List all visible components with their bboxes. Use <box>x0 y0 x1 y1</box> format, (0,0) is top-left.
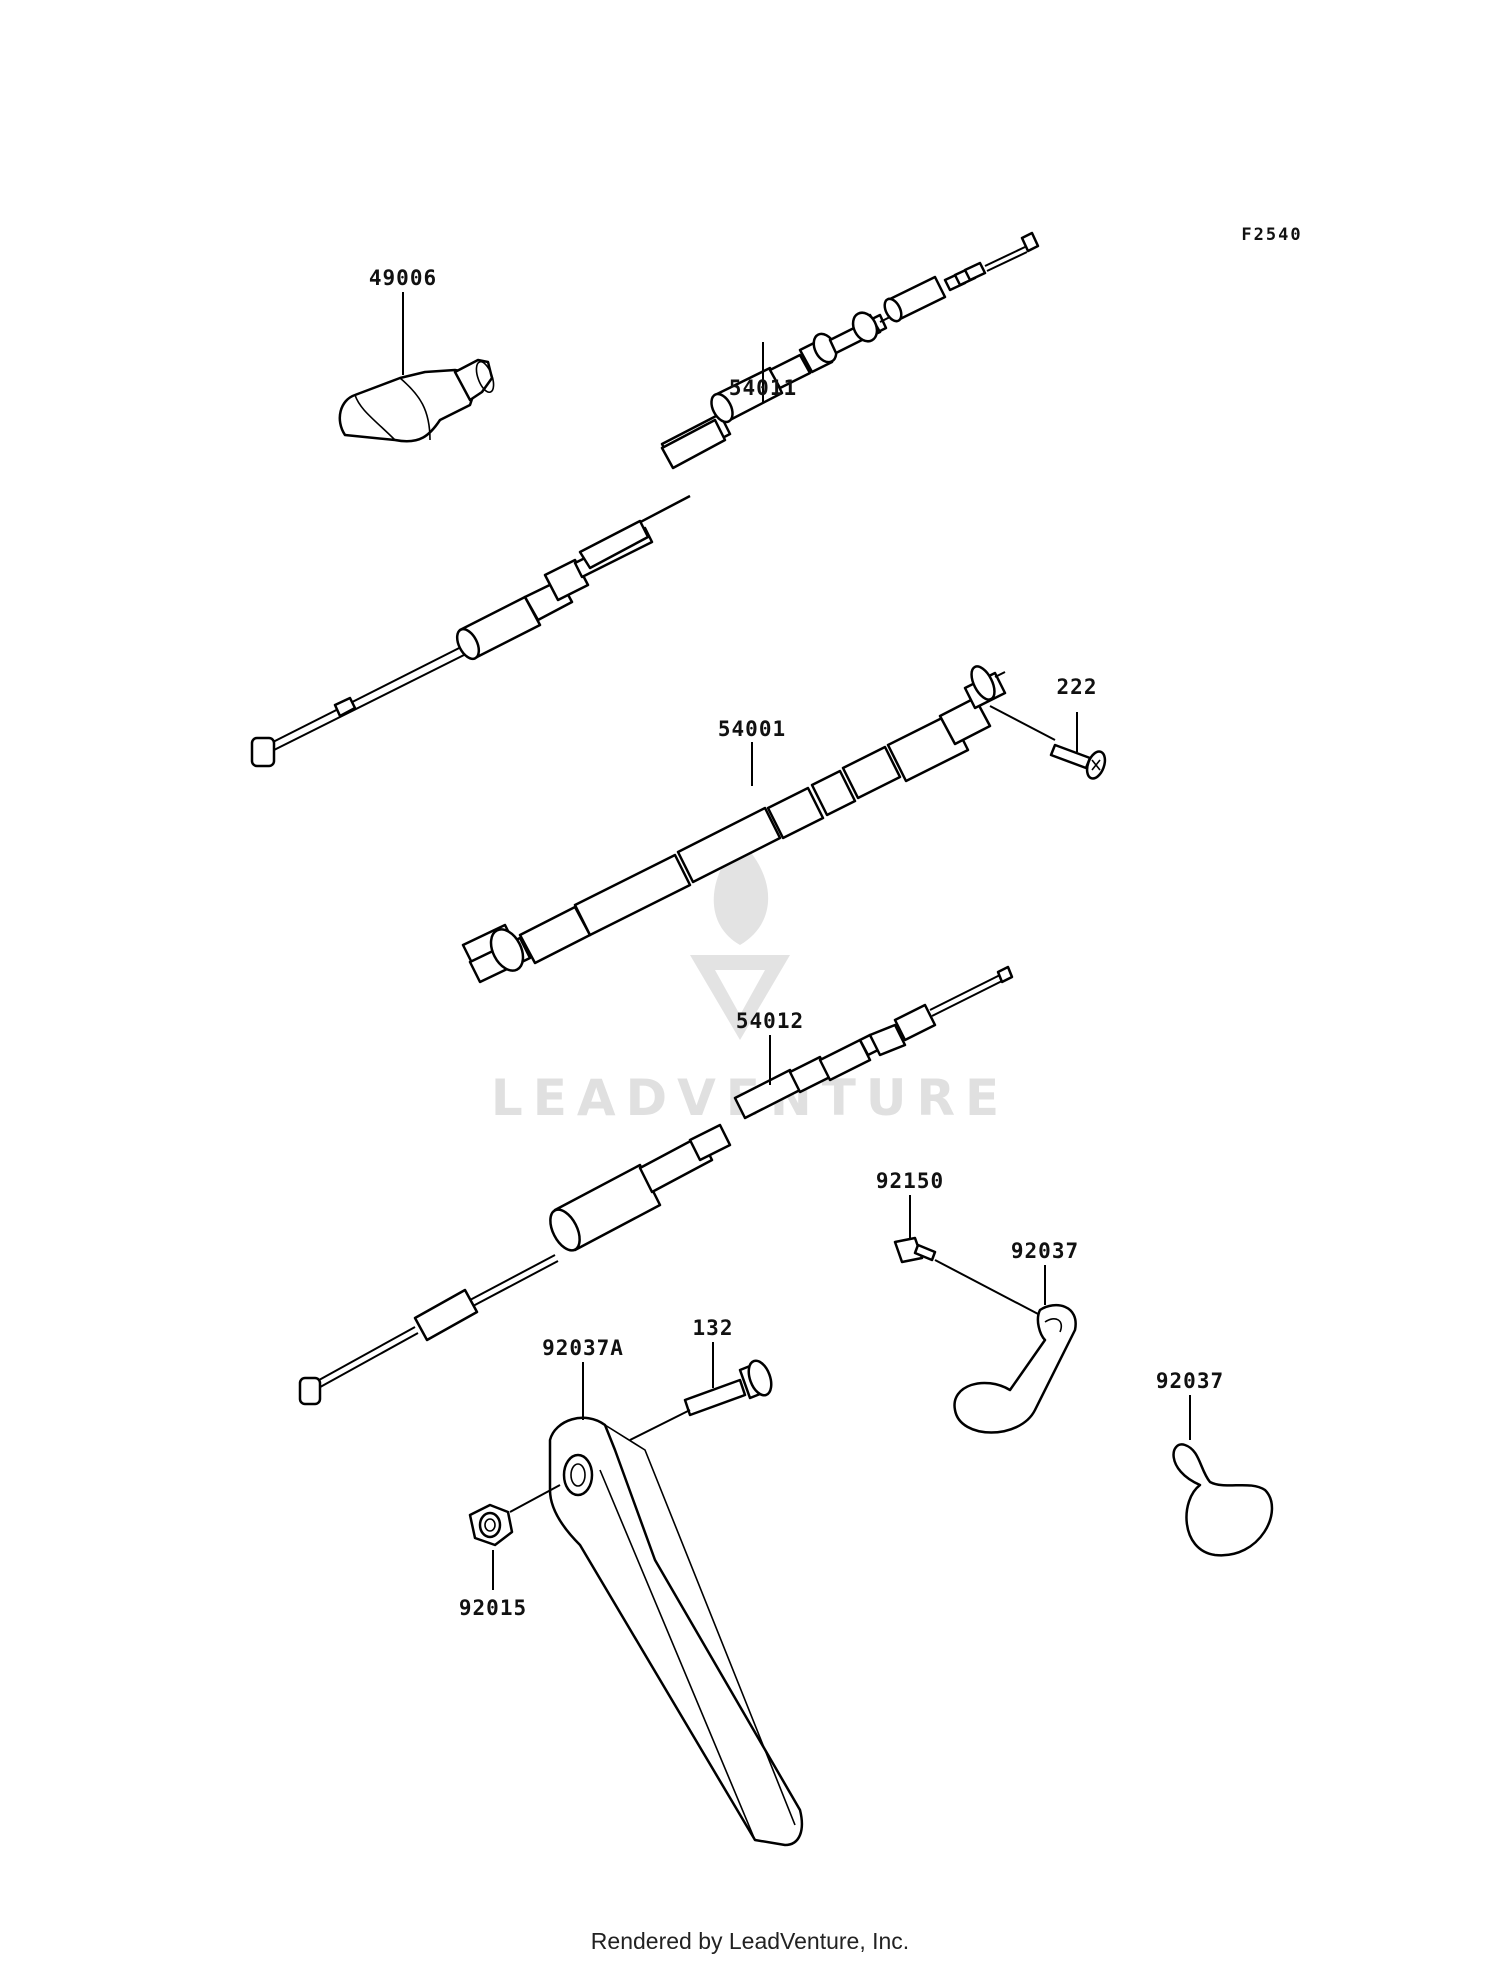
callout-49006: 49006 <box>369 266 437 290</box>
callout-222: 222 <box>1057 675 1098 699</box>
part-92015-nut <box>468 1503 514 1547</box>
part-49006-boot <box>338 358 495 443</box>
part-222-screw <box>1049 743 1107 780</box>
part-92037A-bracket <box>548 1416 804 1847</box>
callout-92037-lower: 92037 <box>1156 1369 1224 1393</box>
callout-92037-upper: 92037 <box>1011 1239 1079 1263</box>
render-credit: Rendered by LeadVenture, Inc. <box>590 1928 910 1954</box>
part-132-bolt <box>683 1359 773 1417</box>
part-92037-clamp-lower <box>1172 1443 1274 1557</box>
callout-92150: 92150 <box>876 1169 944 1193</box>
figure-code: F2540 <box>1241 225 1302 245</box>
callout-54012: 54012 <box>736 1009 804 1033</box>
leadventure-watermark: LEADVENTURE <box>491 840 999 1127</box>
callout-92037A: 92037A <box>542 1336 624 1360</box>
part-54012-cable <box>298 965 1014 1406</box>
callout-132: 132 <box>693 1316 734 1340</box>
part-92150-bolt <box>893 1236 937 1264</box>
callout-54001: 54001 <box>718 717 786 741</box>
callout-54011: 54011 <box>729 376 797 400</box>
callout-92015: 92015 <box>459 1596 527 1620</box>
part-54011-cable <box>250 231 1040 768</box>
part-54001-cable <box>461 665 1007 984</box>
part-92037-clamp-upper <box>953 1303 1077 1434</box>
